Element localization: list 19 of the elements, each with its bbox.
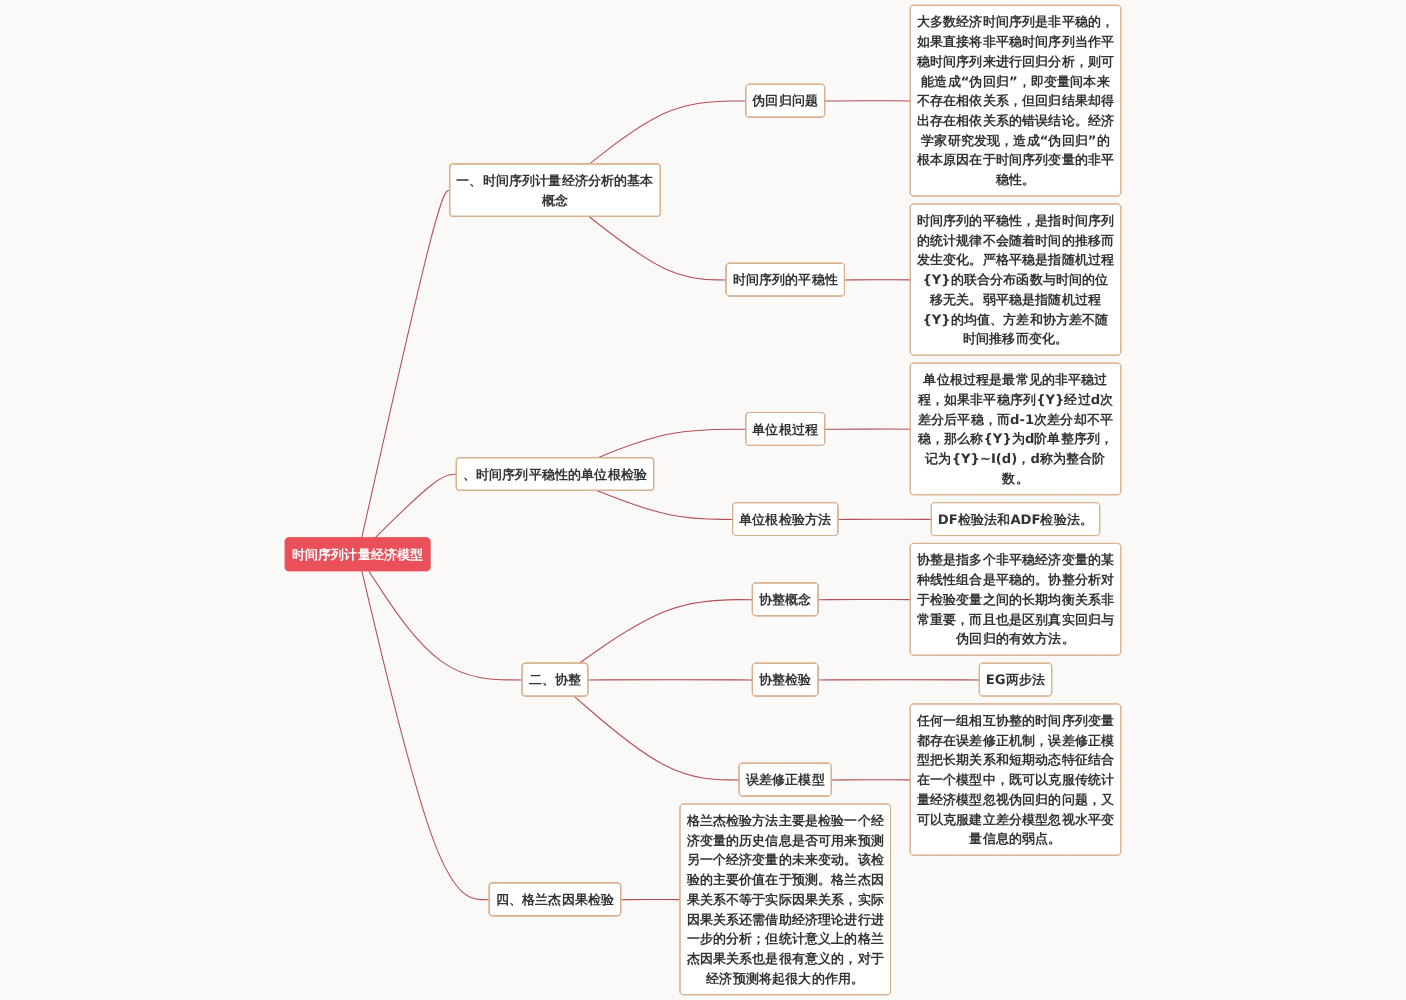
connector [374,473,458,539]
connector [361,189,451,539]
connector [831,779,912,781]
connector [596,428,747,459]
connector [596,490,734,520]
connector [844,279,912,281]
connector [817,598,912,601]
connector [368,570,523,681]
connector [578,599,754,664]
connector [824,428,912,430]
connector [817,679,981,681]
connector [587,679,754,681]
connector [361,570,491,901]
connector [588,216,727,281]
connector [837,518,933,520]
connector [620,898,681,901]
connector [824,100,912,102]
connector [573,695,741,781]
connector [588,100,747,165]
